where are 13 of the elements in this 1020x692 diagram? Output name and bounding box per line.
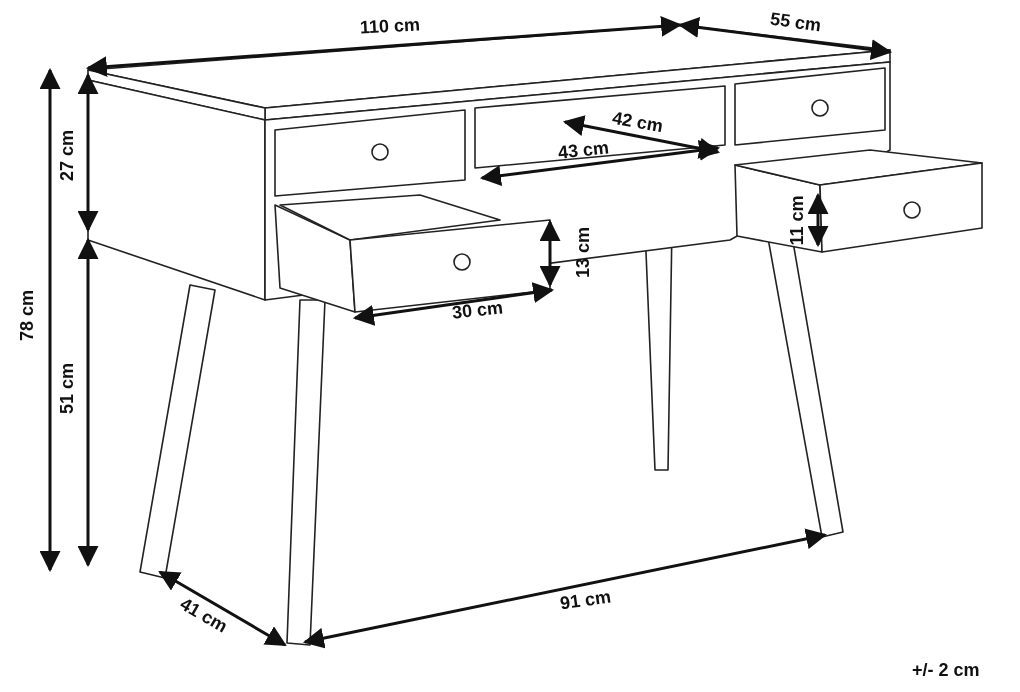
tolerance-note: +/- 2 cm <box>912 660 980 681</box>
dimension-label: 91 cm <box>558 586 613 615</box>
dimension-label: 51 cm <box>57 363 78 414</box>
dimension-label: 43 cm <box>557 137 610 164</box>
dimension-label: 13 cm <box>573 227 594 278</box>
dimension-label: 27 cm <box>57 130 78 181</box>
dimension-label: 78 cm <box>17 290 38 341</box>
dimension-label: 41 cm <box>176 593 231 638</box>
dimension-label: 11 cm <box>786 195 808 246</box>
dimension-label: 55 cm <box>768 8 823 37</box>
dimension-label: 30 cm <box>451 297 504 324</box>
dimension-label: 42 cm <box>610 107 665 138</box>
dimension-label: 110 cm <box>359 14 421 39</box>
